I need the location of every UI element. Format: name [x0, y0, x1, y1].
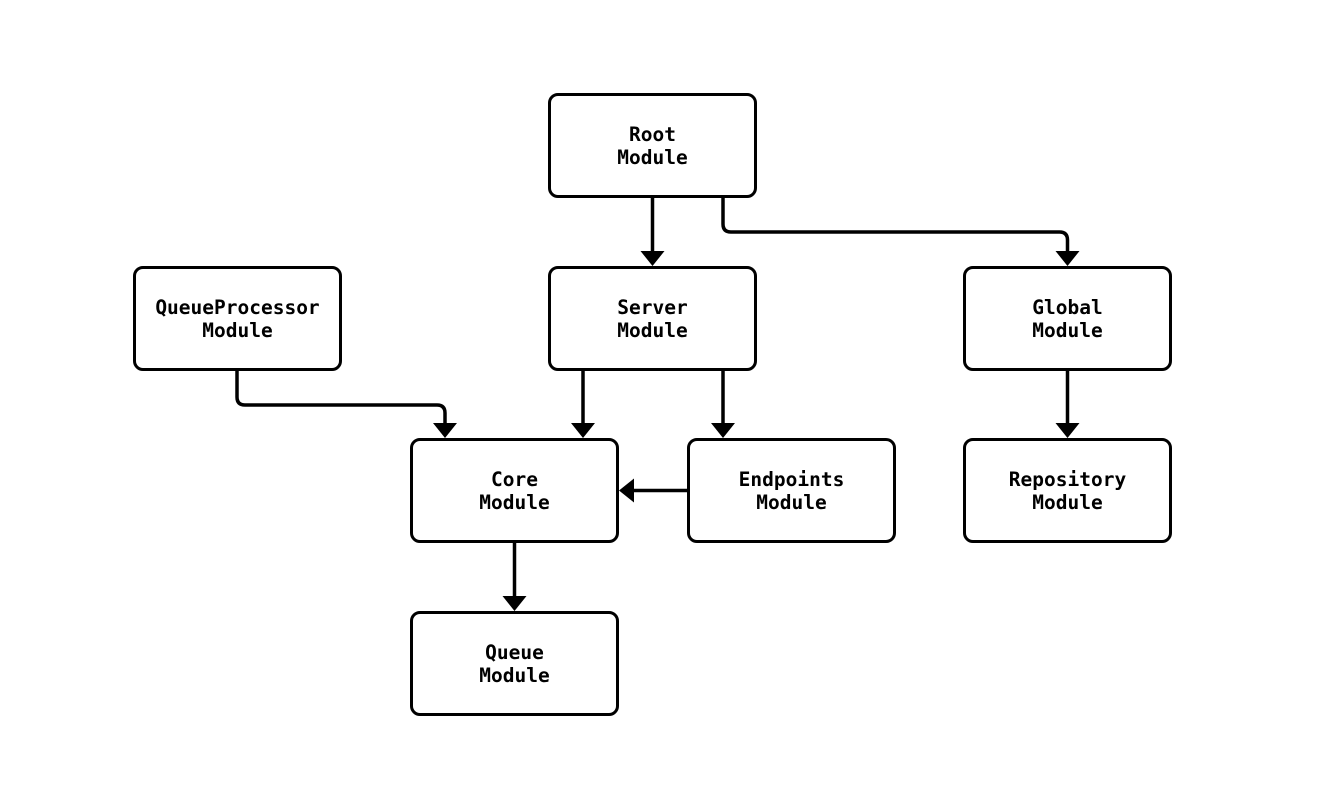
edge-server-to-endpoints [711, 371, 735, 438]
node-label-line: Global [1032, 295, 1103, 319]
node-label-line: Module [479, 663, 550, 687]
edge-root-to-global [721, 198, 1080, 266]
edge-global-to-repository [1055, 371, 1080, 438]
node-repository-module: Repository Module [963, 438, 1172, 543]
node-global-module: Global Module [963, 266, 1172, 371]
node-label-line: Module [756, 490, 827, 514]
node-endpoints-module: Endpoints Module [687, 438, 896, 543]
node-label-line: Server [617, 295, 688, 319]
node-label-line: Module [1032, 490, 1103, 514]
node-label-line: QueueProcessor [155, 295, 320, 319]
node-label-line: Module [479, 490, 550, 514]
edge-endpoints-to-core [619, 478, 687, 503]
node-label-line: Module [617, 318, 688, 342]
node-label-line: Module [1032, 318, 1103, 342]
edge-queueprocessor-to-core [235, 371, 457, 438]
node-queue-module: Queue Module [410, 611, 619, 716]
node-label-line: Root [629, 122, 676, 146]
node-label-line: Module [617, 145, 688, 169]
node-label-line: Repository [1008, 467, 1127, 491]
node-core-module: Core Module [410, 438, 619, 543]
node-label-line: Core [491, 467, 538, 491]
node-label-line: Endpoints [738, 467, 845, 491]
node-root-module: Root Module [548, 93, 757, 198]
node-server-module: Server Module [548, 266, 757, 371]
node-label-line: Module [202, 318, 273, 342]
edge-root-to-server [640, 198, 665, 266]
node-label-line: Queue [485, 640, 544, 664]
edge-core-to-queue [502, 543, 527, 611]
node-queueprocessor-module: QueueProcessor Module [133, 266, 342, 371]
edge-server-to-core [571, 371, 595, 438]
